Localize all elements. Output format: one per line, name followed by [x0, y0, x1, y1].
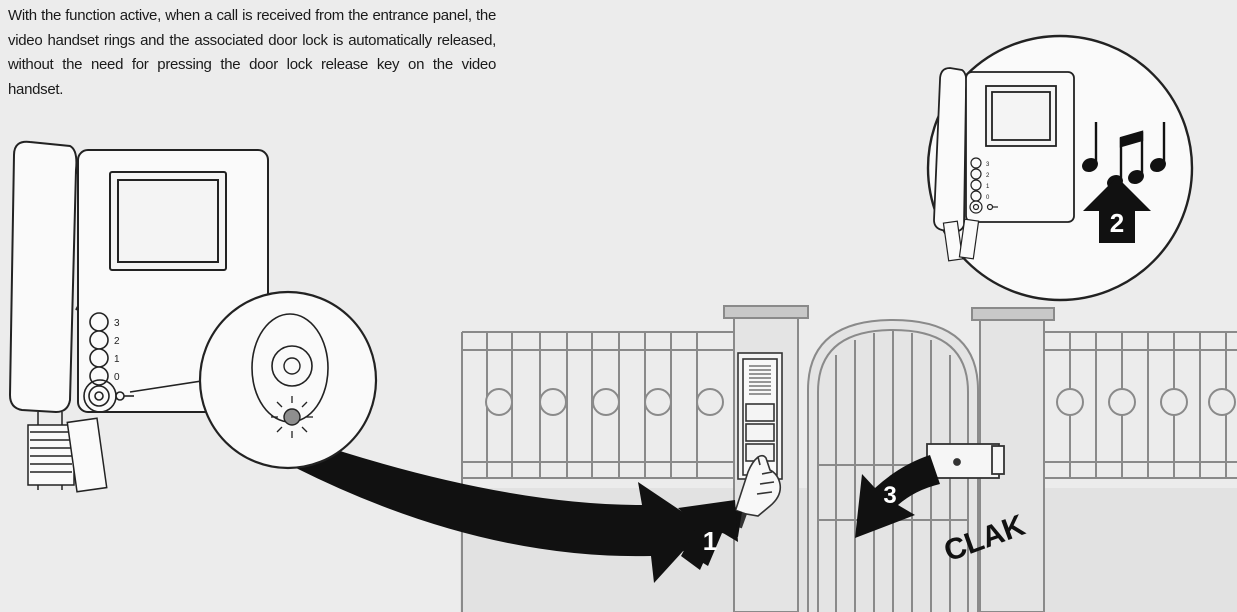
right-fence-rings [1057, 389, 1235, 415]
fence-scene [460, 306, 1237, 612]
left-fence-rings [486, 389, 723, 415]
svg-text:0: 0 [114, 372, 120, 383]
lock-key-detail [200, 292, 376, 468]
step-2-label: 2 [1110, 208, 1124, 238]
svg-text:3: 3 [114, 318, 120, 329]
svg-text:1: 1 [114, 354, 120, 365]
step-1-label: 1 [703, 526, 717, 556]
led-indicator [284, 409, 300, 425]
coiled-cord [28, 412, 107, 492]
step-3-label: 3 [883, 482, 896, 509]
door-lock [927, 444, 1004, 478]
svg-text:2: 2 [114, 336, 120, 347]
